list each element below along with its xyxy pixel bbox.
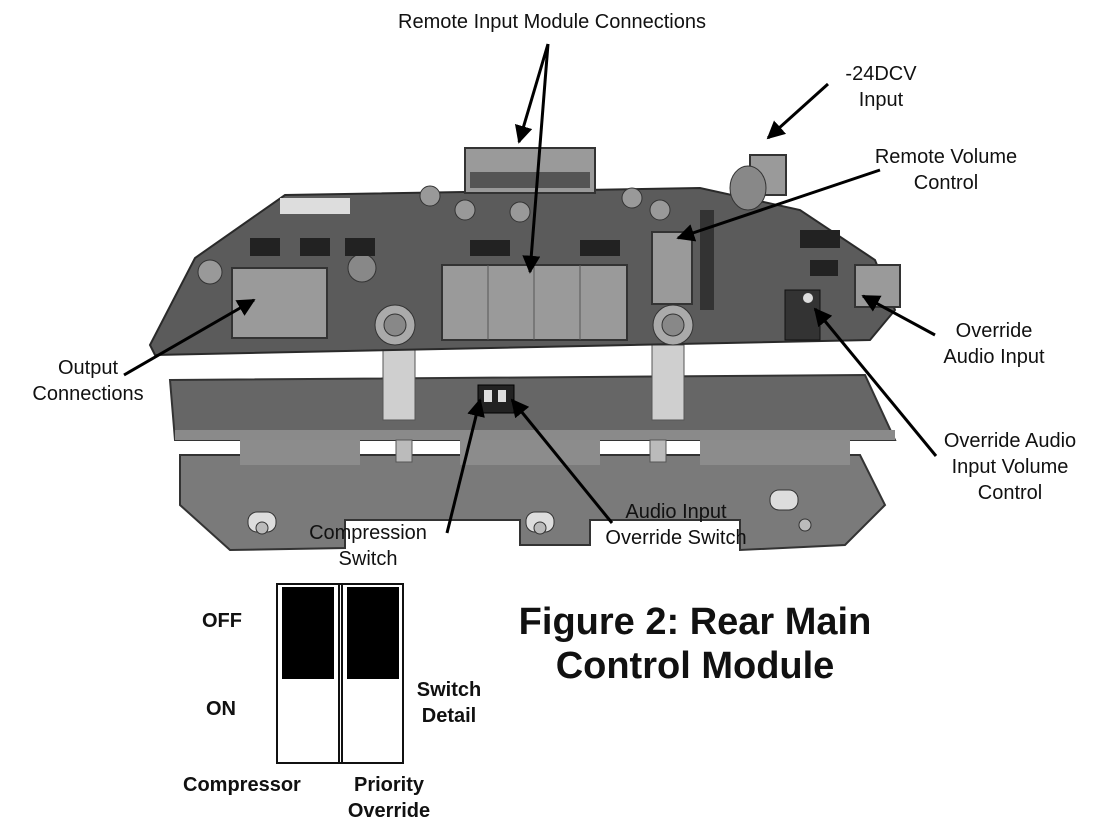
priority-override-label: Priority Override <box>334 772 444 824</box>
remote-volume-line2: Control <box>913 172 979 194</box>
override-volume-line2: Input Volume <box>951 456 1069 478</box>
off-label: OFF <box>202 610 242 632</box>
switch-detail-box <box>276 583 404 764</box>
override-audio-line1: Override <box>955 320 1033 342</box>
override-volume-label: Override Audio Input Volume Control <box>920 428 1100 506</box>
on-label: ON <box>206 698 236 720</box>
override-line: Override <box>347 800 431 822</box>
audio-override-line2: Override Switch <box>605 527 747 549</box>
switch-detail-line2: Detail <box>421 705 477 727</box>
priority-line: Priority <box>353 774 425 796</box>
audio-override-switch-label: Audio Input Override Switch <box>576 499 776 551</box>
figure-title-line1: Figure 2: Rear Main <box>518 601 872 643</box>
output-connections-label: Output Connections <box>18 355 158 407</box>
switch-detail-label: Switch Detail <box>404 677 494 729</box>
figure-caption: Figure 2: Rear Main Control Module <box>480 600 910 688</box>
audio-override-line1: Audio Input <box>625 501 727 523</box>
connectors <box>231 147 901 341</box>
override-volume-line1: Override Audio <box>943 430 1077 452</box>
compression-line2: Switch <box>338 548 398 570</box>
remote-volume-line1: Remote Volume <box>874 146 1018 168</box>
middle-board <box>168 373 897 465</box>
dcv-input-line1: -24DCV <box>845 63 917 85</box>
remote-volume-label: Remote Volume Control <box>856 144 1036 196</box>
compressor-switch-knob <box>282 587 334 679</box>
priority-override-switch <box>341 585 403 762</box>
compressor-label: Compressor <box>183 774 301 796</box>
callout-arrows <box>123 43 938 534</box>
compression-line1: Compression <box>309 522 427 544</box>
switch-detail-line1: Switch <box>416 679 482 701</box>
remote-input-label: Remote Input Module Connections <box>357 9 747 35</box>
chassis-plate <box>179 454 887 552</box>
output-line1: Output <box>57 357 119 379</box>
output-line2: Connections <box>32 383 144 405</box>
dcv-input-line2: Input <box>858 89 904 111</box>
dcv-input-label: -24DCV Input <box>826 61 936 113</box>
remote-input-text: Remote Input Module Connections <box>398 11 706 33</box>
override-audio-label: Override Audio Input <box>914 318 1074 370</box>
figure-title-line2: Control Module <box>555 645 835 687</box>
override-audio-line2: Audio Input <box>943 346 1045 368</box>
override-volume-line3: Control <box>977 482 1043 504</box>
priority-override-switch-knob <box>347 587 399 679</box>
compressor-switch <box>278 585 340 762</box>
compression-switch-label: Compression Switch <box>288 520 448 572</box>
